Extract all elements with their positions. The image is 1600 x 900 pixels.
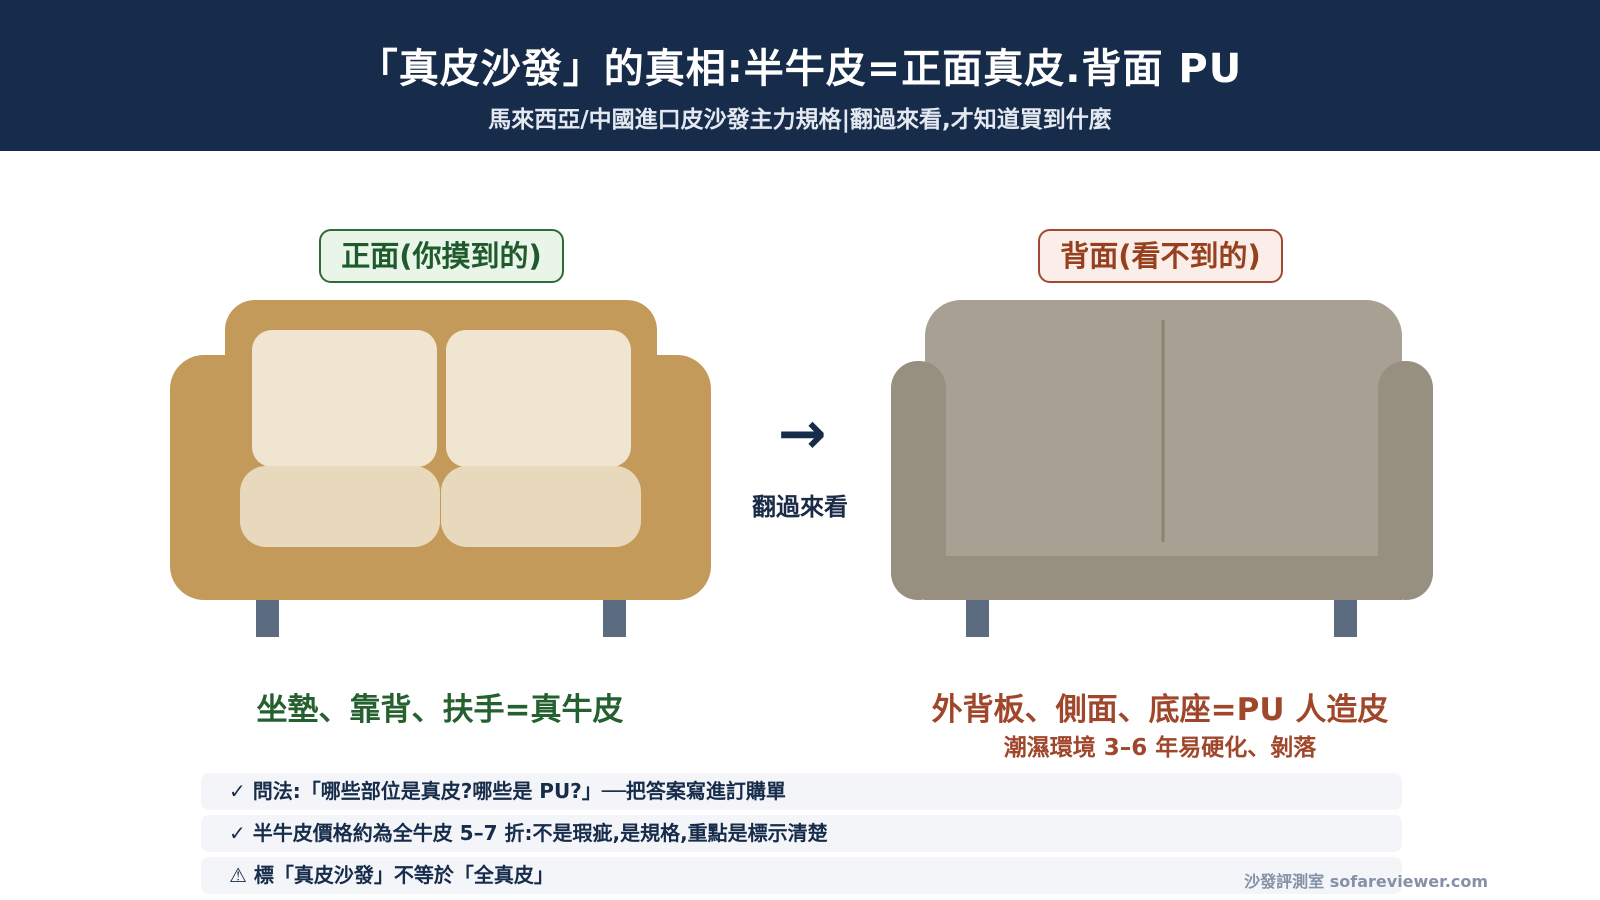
back-warning-note: 潮濕環境 3–6 年易硬化、剝落 bbox=[1003, 735, 1317, 761]
back-caption: 外背板、側面、底座=PU 人造皮 bbox=[931, 692, 1389, 728]
flip-arrow-icon: → bbox=[777, 399, 827, 467]
tip-question-note: ✓ 問法:「哪些部位是真皮?哪些是 PU?」──把答案寫進訂購單 bbox=[201, 773, 1402, 810]
front-caption: 坐墊、靠背、扶手=真牛皮 bbox=[256, 692, 624, 728]
back-sofa-base bbox=[924, 556, 1402, 600]
back-sofa-leg-left bbox=[966, 596, 989, 637]
back-sofa-leg-right bbox=[1334, 596, 1357, 637]
back-tag: 背面(看不到的) bbox=[1038, 229, 1283, 283]
front-sofa-illustration bbox=[170, 300, 711, 637]
back-sofa-arm-right bbox=[1378, 361, 1433, 600]
back-sofa-arm-left bbox=[891, 361, 946, 600]
footer-credit: 沙發評測室 sofareviewer.com bbox=[1244, 872, 1488, 891]
tip-price-note: ✓ 半牛皮價格約為全牛皮 5–7 折:不是瑕疵,是規格,重點是標示清楚 bbox=[201, 815, 1402, 852]
tip-warning-note: ⚠ 標「真皮沙發」不等於「全真皮」 bbox=[201, 857, 1402, 894]
front-tag: 正面(你摸到的) bbox=[319, 229, 564, 283]
front-sofa-back-cushion-right bbox=[446, 330, 631, 467]
header-banner: 「真皮沙發」的真相:半牛皮=正面真皮.背面 PU 馬來西亞/中國進口皮沙發主力規… bbox=[0, 0, 1600, 151]
back-sofa-illustration bbox=[891, 300, 1433, 637]
page-subtitle: 馬來西亞/中國進口皮沙發主力規格|翻過來看,才知道買到什麼 bbox=[488, 107, 1112, 133]
front-sofa-leg-right bbox=[603, 596, 626, 637]
front-sofa-back-cushion-left bbox=[252, 330, 437, 467]
front-sofa-seat-cushion-left bbox=[240, 466, 440, 547]
front-sofa-seat-cushion-right bbox=[441, 466, 641, 547]
front-sofa-leg-left bbox=[256, 596, 279, 637]
page-title: 「真皮沙發」的真相:半牛皮=正面真皮.背面 PU bbox=[357, 46, 1243, 92]
flip-label: 翻過來看 bbox=[752, 493, 848, 521]
